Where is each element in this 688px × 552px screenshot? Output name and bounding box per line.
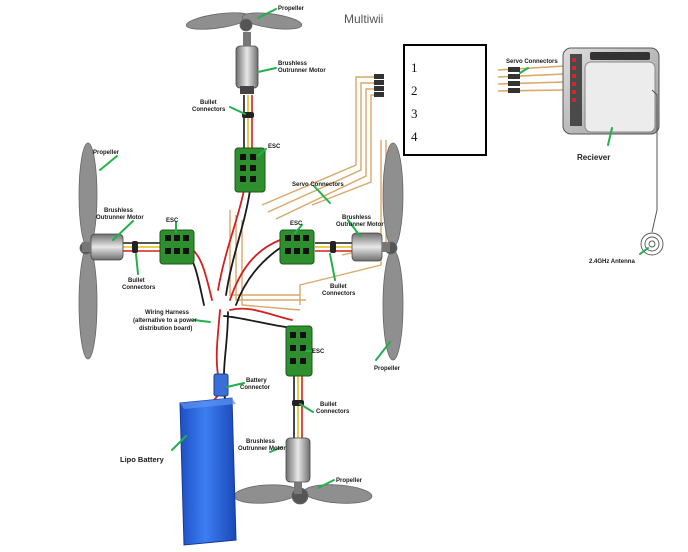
label-bullet-bottom: Bullet (320, 402, 337, 408)
label-esc-bottom: ESC (312, 349, 325, 355)
label-propeller-left: Propeller (93, 150, 120, 156)
diagram-labels: Propeller Brushless Outrunner Motor Bull… (93, 6, 635, 484)
label-outrunner-right: Outrunner Motor (336, 222, 384, 228)
label-connectors-top: Connectors (192, 107, 226, 113)
label-brushless-bottom: Brushless (246, 439, 276, 445)
channel-1: 1 (411, 60, 418, 75)
propeller-top (185, 12, 303, 32)
motor-left (82, 233, 124, 261)
esc-top (234, 147, 266, 193)
label-propeller-top: Propeller (278, 6, 305, 12)
channel-3: 3 (411, 106, 418, 121)
power-wires (184, 189, 293, 404)
label-esc-top: ESC (268, 144, 281, 150)
servo-plugs-receiver (497, 65, 566, 93)
label-brushless-right: Brushless (342, 215, 372, 221)
channel-4: 4 (411, 129, 418, 144)
label-propeller-bottom: Propeller (336, 478, 363, 484)
label-wiring-harness-alt: (alternative to a power (133, 318, 197, 324)
label-esc-left: ESC (166, 218, 179, 224)
lipo-battery (179, 397, 237, 546)
propeller-bottom (233, 484, 373, 505)
label-bullet-right: Bullet (330, 284, 347, 290)
servo-plugs-top (374, 74, 384, 97)
label-wiring-harness-pdb: distribution board) (139, 326, 192, 332)
label-brushless-top: Brushless (278, 61, 308, 67)
receiver (562, 47, 664, 256)
label-battery: Battery (246, 378, 267, 384)
label-outrunner-top: Outrunner Motor (278, 68, 326, 74)
esc-bottom (285, 325, 313, 377)
label-connectors-right: Connectors (322, 291, 356, 297)
pointer-lines (99, 8, 649, 489)
esc-right (279, 229, 315, 265)
motor-bottom (285, 437, 311, 494)
label-battery-connector: Connector (240, 385, 271, 391)
channel-box: 1 2 3 4 (403, 44, 487, 156)
label-wiring-harness: Wiring Harness (145, 310, 190, 316)
antenna-icon (640, 232, 664, 256)
label-connectors-left: Connectors (122, 285, 156, 291)
label-lipo-battery: Lipo Battery (120, 455, 165, 464)
motor-top (235, 32, 259, 94)
label-servo-connectors: Servo Connectors (292, 182, 344, 188)
label-outrunner-left: Outrunner Motor (96, 215, 144, 221)
esc-left (159, 229, 195, 265)
label-esc-right: ESC (290, 221, 303, 227)
label-connectors-bottom: Connectors (316, 409, 350, 415)
label-servo-connectors-receiver: Servo Connectors (506, 59, 558, 65)
label-outrunner-bottom: Outrunner Motor (238, 446, 286, 452)
channel-2: 2 (411, 83, 418, 98)
label-bullet-top: Bullet (200, 100, 217, 106)
label-antenna: 2.4GHz Antenna (589, 259, 635, 265)
label-bullet-left: Bullet (128, 278, 145, 284)
antenna-wire (651, 89, 658, 233)
diagram-title: Multiwii (344, 12, 383, 26)
label-brushless-left: Brushless (104, 208, 134, 214)
label-receiver: Reciever (577, 153, 610, 162)
motor-right (351, 232, 390, 262)
battery-connector (213, 373, 229, 397)
label-propeller-right: Propeller (374, 366, 401, 372)
servo-connector-wires (229, 76, 387, 311)
